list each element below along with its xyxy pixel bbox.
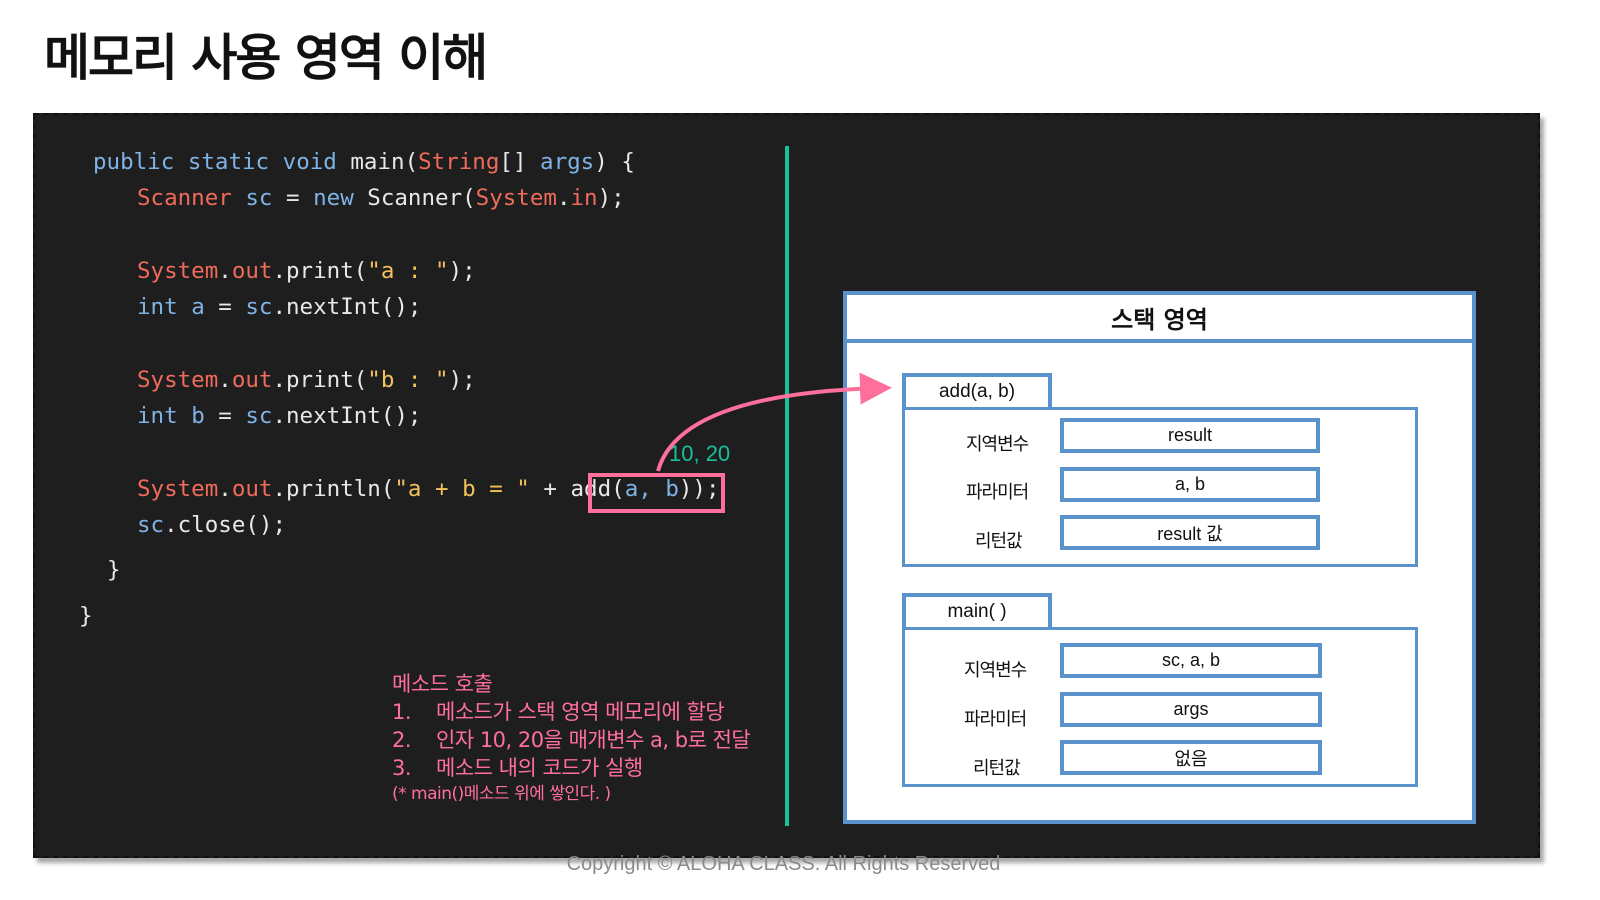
stack-frame-main: 지역변수 sc, a, b 파라미터 args 리턴값 없음 — [902, 627, 1418, 787]
notes-item-text: 메소드가 스택 영역 메모리에 할당 — [436, 700, 725, 724]
method-call-highlight — [588, 473, 725, 513]
code-token: new — [313, 185, 368, 211]
code-token: public static void — [93, 149, 351, 175]
code-line-2: Scanner sc = new Scanner(System.in); — [137, 185, 625, 211]
code-token: . — [556, 185, 571, 211]
code-token: ( — [404, 149, 419, 175]
code-token: int — [137, 294, 192, 320]
code-token: )); — [678, 476, 720, 502]
code-token: System — [137, 258, 219, 284]
row-label-return: 리턴값 — [975, 531, 1023, 552]
code-line-9: } — [107, 557, 121, 583]
code-token: out — [231, 258, 273, 284]
code-token: .nextInt(); — [272, 294, 422, 320]
code-token: Scanner — [137, 185, 232, 211]
code-token: .close(); — [164, 512, 287, 538]
argument-values-label: 10, 20 — [669, 441, 731, 466]
code-token: [] — [499, 149, 541, 175]
code-token: a — [191, 294, 219, 320]
code-panel: public static void main(String[] args) {… — [33, 113, 1540, 858]
code-token: a, b — [624, 476, 679, 502]
code-token: System — [137, 367, 219, 393]
code-token: "b : " — [367, 367, 449, 393]
stack-area: 스택 영역 add(a, b) 지역변수 result 파라미터 a, b 리턴… — [843, 291, 1476, 824]
row-value-params: args — [1060, 692, 1322, 727]
code-token: ); — [448, 258, 476, 284]
code-token: = — [286, 185, 314, 211]
notes-item: 1. 메소드가 스택 영역 메모리에 할당 — [392, 698, 750, 726]
code-token: out — [231, 367, 273, 393]
row-label-locals: 지역변수 — [964, 660, 1027, 681]
page-title: 메모리 사용 영역 이해 — [44, 29, 488, 87]
stack-area-title: 스택 영역 — [847, 295, 1472, 343]
divider-line — [785, 146, 789, 826]
code-line-7: System.out.println("a + b = " + add(a, b… — [137, 476, 720, 502]
code-token: System — [475, 185, 557, 211]
code-token: . — [218, 258, 232, 284]
code-token: .nextInt(); — [272, 403, 422, 429]
code-token: add( — [570, 476, 625, 502]
code-line-3: System.out.print("a : "); — [137, 258, 476, 284]
row-label-params: 파라미터 — [966, 482, 1029, 503]
code-token: .print( — [272, 258, 368, 284]
row-value-return: result 값 — [1060, 515, 1320, 550]
code-token: Scanner( — [367, 185, 476, 211]
notes-item: 2. 인자 10, 20을 매개변수 a, b로 전달 — [392, 726, 751, 754]
code-token: + — [529, 476, 571, 502]
notes-item-number: 2. — [392, 728, 412, 752]
notes-item-number: 3. — [392, 756, 412, 780]
notes-footnote: (* main()메소드 위에 쌓인다. ) — [392, 784, 611, 804]
code-token: int — [137, 403, 192, 429]
call-arrow-path — [656, 372, 892, 472]
code-line-5: System.out.print("b : "); — [137, 367, 476, 393]
code-token: b — [191, 403, 219, 429]
code-token: = — [218, 403, 246, 429]
code-token: sc — [137, 512, 165, 538]
notes-item-number: 1. — [392, 700, 412, 724]
row-label-locals: 지역변수 — [966, 434, 1029, 455]
stack-frame-label-main: main( ) — [902, 593, 1052, 627]
code-line-1: public static void main(String[] args) { — [93, 149, 635, 175]
row-label-params: 파라미터 — [964, 709, 1027, 730]
code-token: ) { — [594, 149, 635, 175]
code-token: .print( — [272, 367, 368, 393]
code-block: public static void main(String[] args) {… — [35, 115, 720, 635]
code-line-6: int b = sc.nextInt(); — [137, 403, 421, 429]
code-token: sc — [231, 185, 287, 211]
notes-heading: 메소드 호출 — [392, 672, 493, 696]
notes-item-text: 인자 10, 20을 매개변수 a, b로 전달 — [436, 728, 751, 752]
code-token: . — [218, 476, 232, 502]
copyright-footer: Copyright © ALOHA CLASS. All Rights Rese… — [566, 853, 1001, 875]
code-token: . — [218, 367, 232, 393]
code-token: out — [231, 476, 273, 502]
notes-item: 3. 메소드 내의 코드가 실행 — [392, 754, 750, 782]
code-line-10: } — [79, 603, 93, 629]
row-value-params: a, b — [1060, 467, 1320, 502]
row-label-return: 리턴값 — [973, 758, 1021, 779]
code-token: main — [350, 149, 405, 175]
code-token: = — [218, 294, 246, 320]
code-token: "a : " — [367, 258, 449, 284]
code-token: ); — [448, 367, 476, 393]
code-token: String — [418, 149, 500, 175]
row-value-locals: result — [1060, 418, 1320, 453]
code-token: System — [137, 476, 219, 502]
code-line-4: int a = sc.nextInt(); — [137, 294, 421, 320]
code-token: sc — [245, 294, 273, 320]
code-token: in — [570, 185, 598, 211]
stack-frame-label-add: add(a, b) — [902, 373, 1052, 407]
code-line-8: sc.close(); — [137, 512, 286, 538]
method-call-notes: 메소드 호출 1. 메소드가 스택 영역 메모리에 할당 2. 인자 10, 20을… — [392, 670, 751, 806]
code-token: ); — [597, 185, 625, 211]
code-token: "a + b = " — [394, 476, 530, 502]
row-value-return: 없음 — [1060, 740, 1322, 775]
code-token: .println( — [272, 476, 395, 502]
stack-frame-add: 지역변수 result 파라미터 a, b 리턴값 result 값 — [902, 407, 1418, 567]
code-token: args — [540, 149, 595, 175]
notes-item-text: 메소드 내의 코드가 실행 — [436, 756, 643, 780]
code-token: sc — [245, 403, 273, 429]
row-value-locals: sc, a, b — [1060, 643, 1322, 678]
